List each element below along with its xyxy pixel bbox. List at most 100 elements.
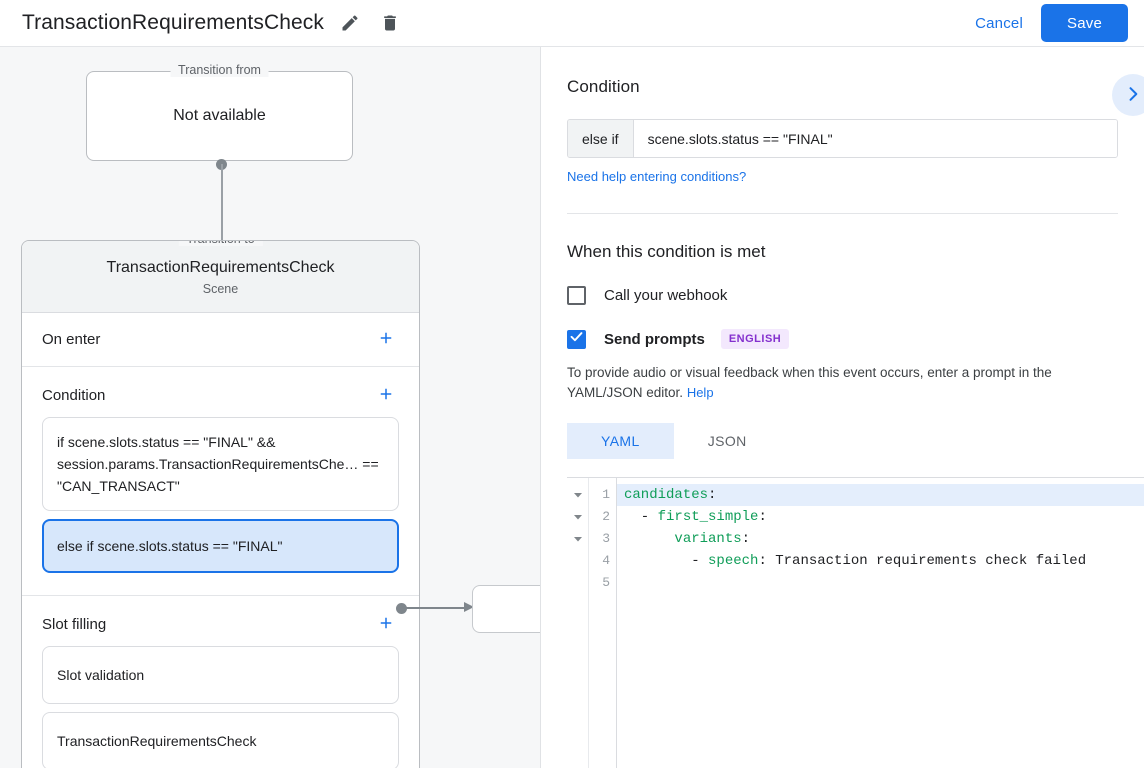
section-condition: Condition if scene.slots.status == "FINA…	[22, 367, 419, 596]
code-line[interactable]: - first_simple:	[617, 506, 1144, 528]
code-line[interactable]: variants:	[617, 528, 1144, 550]
plus-icon	[377, 614, 395, 635]
fold-spacer	[567, 572, 588, 594]
page-title: TransactionRequirementsCheck	[22, 11, 324, 34]
call-webhook-label: Call your webhook	[604, 287, 728, 304]
transition-to-subtitle: Scene	[202, 282, 239, 296]
code-key: speech	[708, 553, 759, 569]
webhook-row[interactable]: Call your webhook	[567, 286, 1118, 305]
caret-down-icon	[573, 515, 582, 520]
panel-divider	[540, 47, 541, 768]
code-key: variants	[674, 531, 742, 547]
fold-toggle[interactable]	[567, 484, 588, 506]
call-webhook-checkbox[interactable]	[567, 286, 586, 305]
code-value: Transaction requirements check failed	[766, 553, 1087, 569]
expand-panel-button[interactable]	[1112, 74, 1144, 116]
condition-card[interactable]: if scene.slots.status == "FINAL" && sess…	[42, 417, 399, 511]
edit-name-button[interactable]	[336, 9, 364, 37]
code-indent: -	[624, 509, 658, 525]
editor-fold-gutter[interactable]	[567, 478, 589, 768]
plus-icon	[377, 385, 395, 406]
section-on-enter[interactable]: On enter	[22, 313, 419, 367]
editor-format-tabs: YAML JSON	[567, 423, 1118, 459]
transition-to-header: TransactionRequirementsCheck Scene	[22, 241, 419, 313]
caret-down-icon	[573, 493, 582, 498]
condition-help-link[interactable]: Need help entering conditions?	[567, 169, 747, 184]
code-punct: :	[758, 509, 767, 525]
tab-json[interactable]: JSON	[674, 423, 781, 459]
condition-card-selected[interactable]: else if scene.slots.status == "FINAL"	[42, 519, 399, 573]
line-number: 2	[602, 509, 610, 524]
line-number: 3	[602, 531, 610, 546]
transition-from-legend: Transition from	[170, 63, 269, 77]
code-punct: :	[741, 531, 751, 547]
code-line[interactable]: - speech: Transaction requirements check…	[617, 550, 1144, 572]
when-met-section: When this condition is met Call your web…	[541, 214, 1144, 459]
editor-code-area[interactable]: candidates: - first_simple: variants: - …	[617, 478, 1144, 768]
yaml-editor[interactable]: 1 2 3 4 5 candidates: - first_simple: varian…	[567, 477, 1144, 768]
fold-toggle[interactable]	[567, 528, 588, 550]
condition-section: Condition else if scene.slots.status == …	[541, 47, 1144, 214]
target-node-partial[interactable]	[472, 585, 540, 633]
condition-expression-input[interactable]: scene.slots.status == "FINAL"	[633, 120, 1117, 157]
plus-icon	[377, 329, 395, 350]
chevron-right-icon	[1123, 84, 1143, 107]
section-on-enter-label: On enter	[42, 331, 101, 348]
connector-arrow-head	[464, 602, 474, 612]
code-indent	[624, 531, 674, 547]
save-button[interactable]: Save	[1041, 4, 1128, 42]
code-punct: :	[758, 553, 767, 569]
transition-from-node[interactable]: Transition from Not available	[86, 63, 353, 161]
slot-filling-item[interactable]: TransactionRequirementsCheck	[42, 712, 399, 768]
code-indent: -	[624, 553, 709, 569]
condition-heading: Condition	[567, 77, 640, 96]
fold-spacer	[567, 550, 588, 572]
fold-toggle[interactable]	[567, 506, 588, 528]
code-line[interactable]	[617, 572, 1144, 594]
section-slot-filling: Slot filling Slot validation Transaction…	[22, 596, 419, 768]
section-condition-header[interactable]: Condition	[22, 367, 419, 417]
section-condition-label: Condition	[42, 386, 106, 404]
prompts-help-text: To provide audio or visual feedback when…	[567, 363, 1118, 403]
when-met-heading: When this condition is met	[567, 242, 766, 261]
line-number: 5	[602, 575, 610, 590]
code-punct: :	[708, 487, 717, 503]
top-bar: TransactionRequirementsCheck Cancel Save	[0, 0, 1144, 47]
send-prompts-row[interactable]: Send prompts ENGLISH	[567, 329, 1118, 349]
connector-dot	[396, 603, 407, 614]
tab-yaml[interactable]: YAML	[567, 423, 674, 459]
trash-icon	[380, 13, 400, 33]
delete-button[interactable]	[376, 9, 404, 37]
send-prompts-checkbox[interactable]	[567, 329, 586, 349]
transition-to-title: TransactionRequirementsCheck	[106, 259, 335, 276]
code-line[interactable]: candidates:	[617, 484, 1144, 506]
editor-line-numbers: 1 2 3 4 5	[589, 478, 617, 768]
code-key: first_simple	[657, 509, 759, 525]
prompts-help-link[interactable]: Help	[686, 385, 714, 400]
slot-filling-item[interactable]: Slot validation	[42, 646, 399, 704]
arrow-line	[221, 164, 223, 250]
section-slot-filling-label: Slot filling	[42, 615, 107, 633]
line-number: 4	[602, 553, 610, 568]
line-number: 1	[602, 487, 610, 502]
add-slot-filling-button[interactable]	[373, 611, 399, 637]
condition-prefix-label: else if	[568, 120, 634, 157]
cancel-button[interactable]: Cancel	[965, 7, 1033, 40]
transition-to-legend: Transition to	[178, 241, 263, 246]
section-divider	[567, 213, 1118, 214]
language-badge: ENGLISH	[720, 329, 790, 349]
flow-canvas[interactable]: Transition from Not available Transition…	[0, 47, 540, 768]
condition-input-row[interactable]: else if scene.slots.status == "FINAL"	[567, 119, 1118, 158]
pencil-icon	[340, 13, 360, 33]
section-slot-filling-header[interactable]: Slot filling	[22, 596, 419, 646]
checkmark-icon	[569, 329, 584, 349]
add-on-enter-button[interactable]	[373, 327, 399, 353]
transition-to-node[interactable]: Transition to TransactionRequirementsChe…	[21, 240, 420, 768]
connector-line	[404, 607, 466, 609]
transition-from-value: Not available	[173, 107, 266, 124]
caret-down-icon	[573, 537, 582, 542]
add-condition-button[interactable]	[373, 382, 399, 408]
prompts-help-sentence: To provide audio or visual feedback when…	[567, 365, 1052, 400]
send-prompts-label: Send prompts	[604, 330, 705, 348]
